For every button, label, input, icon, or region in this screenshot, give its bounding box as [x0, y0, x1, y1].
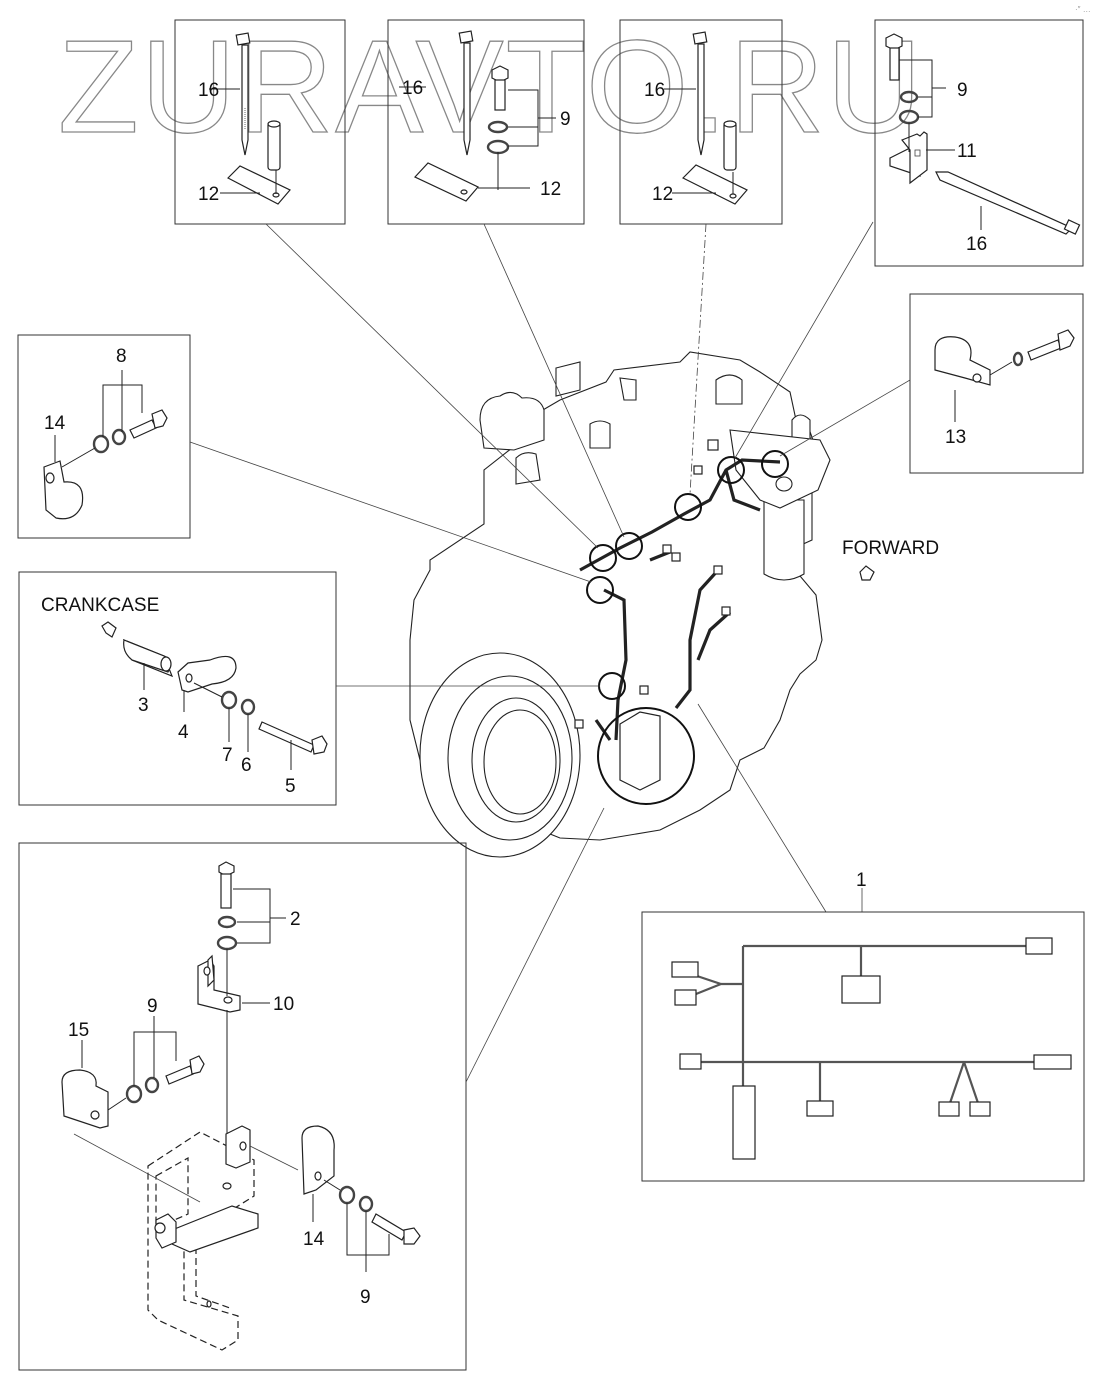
direction-arrow-icon	[101, 621, 117, 638]
washer-icon	[220, 690, 238, 710]
washer-icon	[111, 428, 127, 446]
clip-plate-icon	[681, 164, 748, 205]
callout-9: 9	[560, 109, 571, 130]
inset-box-crankcase: CRANKCASE 3 4 7 6 5	[18, 571, 337, 806]
callout-12: 12	[540, 179, 561, 200]
p-clamp-icon	[177, 655, 237, 693]
callout-16: 16	[402, 78, 423, 99]
callout-8: 8	[116, 346, 127, 367]
bolt-icon	[491, 65, 509, 111]
callout-9: 9	[147, 996, 158, 1017]
callout-13: 13	[945, 427, 966, 448]
bolt-icon	[371, 1213, 421, 1245]
mounting-bracket-icon	[147, 1125, 259, 1351]
cable-tie-icon	[692, 31, 708, 156]
callout-14: 14	[44, 413, 66, 434]
forward-arrow-icon	[859, 565, 875, 581]
inset-box-clamp-13: 13	[909, 293, 1084, 474]
standoff-icon	[723, 120, 737, 171]
clamp-location-circle	[761, 450, 789, 478]
forward-label: FORWARD	[842, 538, 939, 559]
p-clamp-icon	[301, 1125, 335, 1195]
cable-tie-icon	[458, 30, 474, 156]
washer-icon	[217, 915, 237, 929]
clamp-location-circle	[615, 532, 643, 560]
standoff-icon	[267, 120, 281, 171]
callout-14: 14	[303, 1229, 325, 1250]
corner-mark: ·″ …	[1075, 5, 1091, 14]
callout-16: 16	[966, 234, 987, 255]
clamp-location-circle	[717, 456, 745, 484]
inset-box-bracket: 2 10 9 15	[18, 842, 467, 1371]
harness-schematic: 1	[641, 870, 1085, 1182]
washer-icon	[1012, 351, 1024, 367]
clamp-location-circle	[589, 544, 617, 572]
callout-9: 9	[957, 80, 968, 101]
watermark: ZURAVTO.RU	[58, 13, 924, 160]
washer-icon	[899, 90, 919, 104]
inset-box-clamp-14: 8 14	[17, 334, 191, 539]
washer-icon	[216, 935, 238, 951]
crankcase-label: CRANKCASE	[41, 595, 159, 616]
spacer-icon	[122, 638, 174, 678]
inset-box-1: 16 12	[174, 19, 346, 225]
callout-12: 12	[652, 184, 673, 205]
inset-box-3: 16 12	[619, 19, 783, 225]
leader-lines	[189, 221, 911, 1083]
clamp-location-circle	[586, 576, 614, 604]
washer-icon	[125, 1084, 143, 1104]
bracket-icon	[889, 131, 928, 185]
callout-1: 1	[856, 870, 867, 891]
callout-5: 5	[285, 776, 296, 797]
inset-box-2: 16 9 12	[387, 19, 585, 225]
callout-10: 10	[273, 994, 294, 1015]
callout-3: 3	[138, 695, 149, 716]
cable-tie-icon	[935, 171, 1081, 235]
washer-icon	[144, 1076, 160, 1094]
callout-12: 12	[198, 184, 219, 205]
p-clamp-icon	[61, 1069, 109, 1129]
washer-icon	[92, 434, 110, 454]
bracket-icon	[197, 954, 241, 1013]
clip-plate-icon	[226, 165, 291, 205]
callout-16: 16	[644, 80, 665, 101]
callout-6: 6	[241, 755, 252, 776]
p-clamp-icon	[43, 460, 84, 520]
bolt-icon	[129, 409, 168, 439]
bolt-icon	[1027, 329, 1075, 361]
callout-9: 9	[360, 1287, 371, 1308]
callout-2: 2	[290, 909, 301, 930]
cable-tie-icon	[235, 32, 251, 156]
engine-illustration	[409, 351, 831, 858]
clamp-location-circle	[674, 493, 702, 521]
callout-11: 11	[957, 141, 977, 162]
washer-icon	[240, 698, 256, 716]
washer-icon	[487, 120, 509, 134]
clamp-location-circle	[597, 707, 695, 805]
bolt-icon	[885, 33, 903, 81]
washer-icon	[338, 1185, 356, 1205]
inset-box-4: 9 11 16	[874, 19, 1084, 267]
callout-7: 7	[222, 745, 233, 766]
clip-plate-icon	[414, 162, 479, 202]
p-clamp-icon	[934, 336, 991, 386]
washer-icon	[358, 1195, 374, 1213]
bolt-icon	[218, 861, 235, 909]
callout-16: 16	[198, 80, 219, 101]
bolt-icon	[165, 1055, 205, 1085]
bolt-icon	[258, 721, 328, 755]
callout-15: 15	[68, 1020, 89, 1041]
callout-4: 4	[178, 722, 189, 743]
